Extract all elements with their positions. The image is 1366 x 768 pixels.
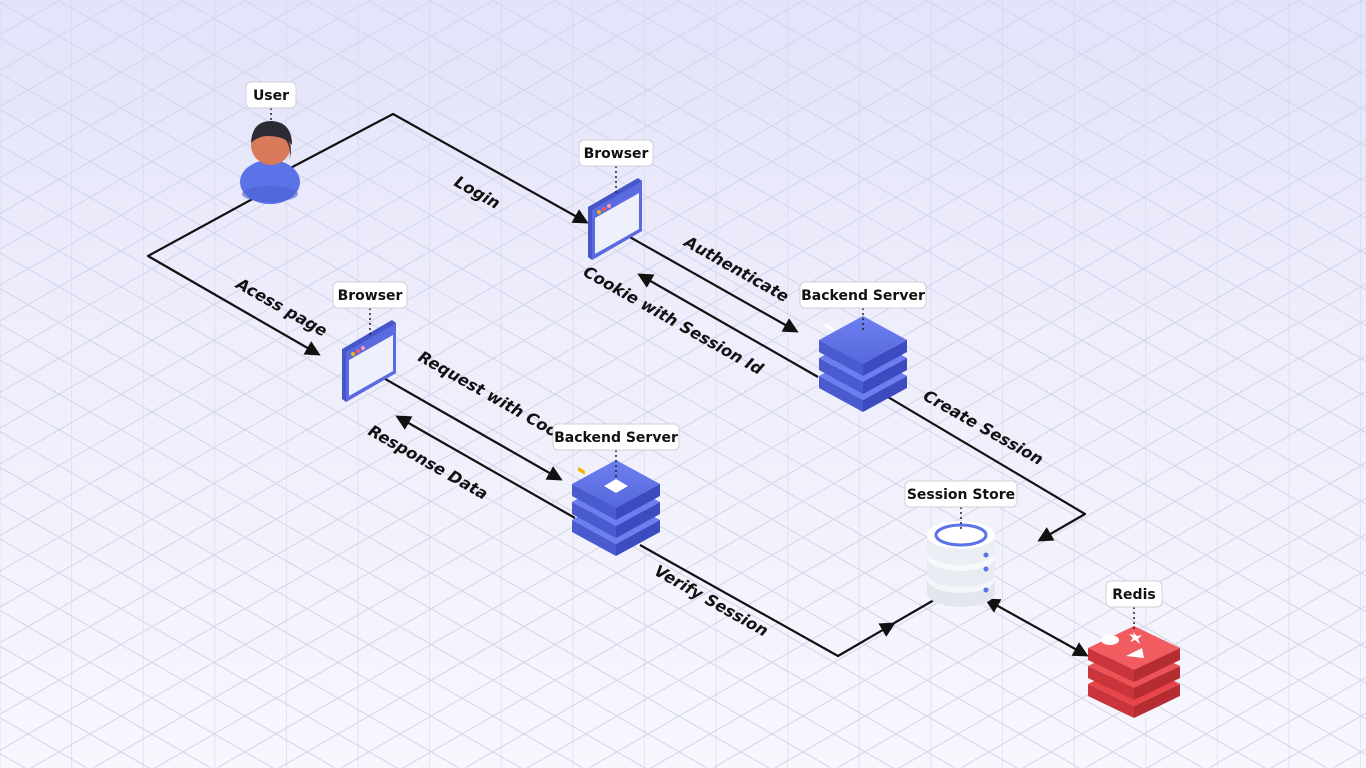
login-connector: [261, 112, 589, 224]
create-session-connector: [887, 396, 1087, 542]
cookie-connector: [637, 273, 819, 378]
session-store-label: Session Store: [907, 487, 1015, 503]
browser-bottom-node[interactable]: [342, 320, 396, 402]
verify-session-tail: [888, 599, 935, 627]
browser-top-node[interactable]: [588, 178, 642, 260]
browser-bottom-label: Browser: [338, 288, 403, 304]
user-hair: [251, 120, 292, 145]
session-store-node[interactable]: [927, 521, 995, 607]
user-label: User: [253, 88, 289, 104]
backend-top-node[interactable]: [819, 316, 907, 412]
redis-node[interactable]: [1088, 626, 1180, 718]
user-node[interactable]: [240, 120, 300, 204]
node-tags: User Browser Browser Backend Server Back…: [245, 81, 1163, 630]
authenticate-connector: [627, 235, 799, 333]
redis-connector: [984, 598, 1089, 657]
redis-label: Redis: [1112, 587, 1155, 603]
access-page-label: Acess page: [231, 273, 330, 341]
verify-session-connector: [639, 544, 896, 658]
backend-bottom-node[interactable]: [572, 460, 660, 556]
backend-bottom-label: Backend Server: [554, 430, 678, 446]
response-data-connector: [395, 415, 576, 519]
access-page-connector: [146, 195, 321, 356]
verify-session-label: Verify Session: [651, 561, 772, 640]
connectors: [146, 112, 1089, 658]
request-cookie-connector: [379, 375, 563, 481]
authenticate-label: Authenticate: [679, 231, 792, 306]
backend-top-label: Backend Server: [801, 288, 925, 304]
browser-top-label: Browser: [584, 146, 649, 162]
